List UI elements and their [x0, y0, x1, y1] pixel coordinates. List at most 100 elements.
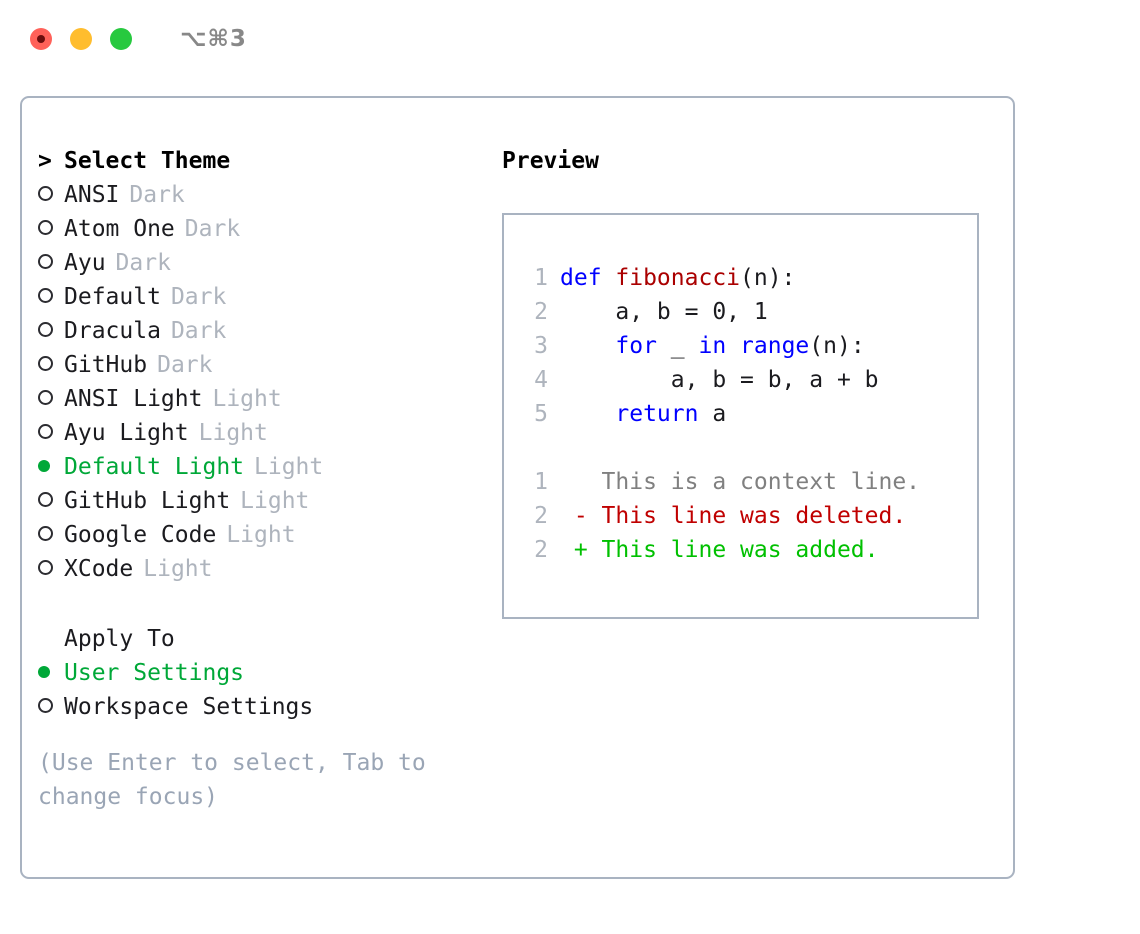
theme-picker-header-label: Select Theme	[64, 148, 231, 174]
code-token: (n):	[809, 333, 865, 359]
radio-dot-icon	[38, 288, 53, 303]
close-inner-dot-icon	[37, 35, 45, 43]
line-number: 1	[534, 469, 548, 495]
keyboard-hint: (Use Enter to select, Tab to change focu…	[38, 750, 426, 810]
theme-item-label: ANSI Light	[64, 386, 203, 412]
apply-item-0[interactable]: User Settings	[38, 656, 488, 690]
radio-dot-icon	[38, 492, 53, 507]
radio-dot-icon	[38, 220, 53, 235]
line-number: 2	[534, 299, 548, 325]
theme-item-kind: Light	[254, 454, 324, 480]
theme-item-kind: Dark	[170, 284, 227, 310]
radio-unselected-icon	[38, 280, 64, 314]
preview-title: Preview	[502, 148, 599, 174]
code-token: - This line was deleted.	[560, 503, 907, 529]
minimize-button[interactable]	[70, 28, 92, 50]
code-token: + This line was added.	[560, 537, 879, 563]
theme-picker-header: > Select Theme	[38, 144, 488, 178]
code-line: 3 for _ in range(n):	[504, 329, 977, 363]
theme-item-label: XCode	[64, 556, 134, 582]
radio-unselected-icon	[38, 518, 64, 552]
theme-item-6[interactable]: ANSI Light Light	[38, 382, 488, 416]
theme-item-label: GitHub	[64, 352, 148, 378]
radio-dot-icon	[38, 424, 53, 439]
radio-dot-icon	[38, 390, 53, 405]
theme-item-4[interactable]: Dracula Dark	[38, 314, 488, 348]
diff-spacer	[504, 431, 977, 465]
theme-item-kind: Dark	[184, 216, 241, 242]
radio-unselected-icon	[38, 212, 64, 246]
theme-item-5[interactable]: GitHub Dark	[38, 348, 488, 382]
theme-item-label: Ayu	[64, 250, 106, 276]
code-token: (n):	[740, 265, 796, 291]
line-number: 5	[534, 401, 548, 427]
radio-unselected-icon	[38, 348, 64, 382]
code-token: return	[615, 401, 699, 427]
radio-selected-icon	[38, 450, 64, 484]
maximize-button[interactable]	[110, 28, 132, 50]
theme-item-8[interactable]: Default Light Light	[38, 450, 488, 484]
theme-item-label: GitHub Light	[64, 488, 231, 514]
radio-dot-icon	[38, 560, 53, 575]
theme-item-kind: Light	[212, 386, 282, 412]
radio-dot-icon	[38, 526, 53, 541]
radio-dot-icon	[38, 322, 53, 337]
radio-selected-icon	[38, 656, 64, 690]
code-token: a, b = b, a + b	[560, 367, 879, 393]
radio-dot-icon	[38, 698, 53, 713]
theme-item-kind: Dark	[157, 352, 213, 378]
radio-dot-icon	[38, 459, 50, 472]
prompt-caret-icon: >	[38, 148, 52, 174]
radio-unselected-icon	[38, 552, 64, 586]
theme-item-kind: Light	[198, 420, 268, 446]
theme-item-3[interactable]: Default Dark	[38, 280, 488, 314]
radio-unselected-icon	[38, 246, 64, 280]
code-line: 2 a, b = 0, 1	[504, 295, 977, 329]
line-number: 3	[534, 333, 548, 359]
diff-sample: 1 This is a context line.2 - This line w…	[504, 465, 977, 567]
theme-item-label: Default	[64, 284, 161, 310]
theme-item-kind: Dark	[170, 318, 227, 344]
code-token	[560, 333, 615, 359]
theme-item-label: Google Code	[64, 522, 217, 548]
theme-item-label: Dracula	[64, 318, 161, 344]
code-token: fibonacci	[615, 265, 741, 291]
line-number: 4	[534, 367, 548, 393]
radio-dot-icon	[38, 356, 53, 371]
theme-item-label: Default Light	[64, 454, 245, 480]
radio-unselected-icon	[38, 484, 64, 518]
theme-item-7[interactable]: Ayu Light Light	[38, 416, 488, 450]
code-token	[726, 333, 740, 359]
theme-item-11[interactable]: XCode Light	[38, 552, 488, 586]
code-token	[560, 401, 615, 427]
theme-item-kind: Dark	[115, 250, 171, 276]
code-line: 4 a, b = b, a + b	[504, 363, 977, 397]
theme-item-kind: Light	[143, 556, 213, 582]
window-titlebar: ⌥⌘3	[0, 0, 1140, 78]
diff-line: 2 - This line was deleted.	[504, 499, 977, 533]
theme-item-label: Ayu Light	[64, 420, 189, 446]
apply-item-1[interactable]: Workspace Settings	[38, 690, 488, 724]
diff-line: 2 + This line was added.	[504, 533, 977, 567]
apply-item-label: User Settings	[64, 660, 245, 686]
close-button[interactable]	[30, 28, 52, 50]
line-number: 1	[534, 265, 548, 291]
theme-item-9[interactable]: GitHub Light Light	[38, 484, 488, 518]
theme-item-kind: Light	[240, 488, 310, 514]
radio-unselected-icon	[38, 314, 64, 348]
radio-unselected-icon	[38, 178, 64, 212]
theme-item-2[interactable]: Ayu Dark	[38, 246, 488, 280]
theme-item-label: ANSI	[64, 182, 120, 208]
diff-line: 1 This is a context line.	[504, 465, 977, 499]
code-token: range	[740, 333, 810, 359]
